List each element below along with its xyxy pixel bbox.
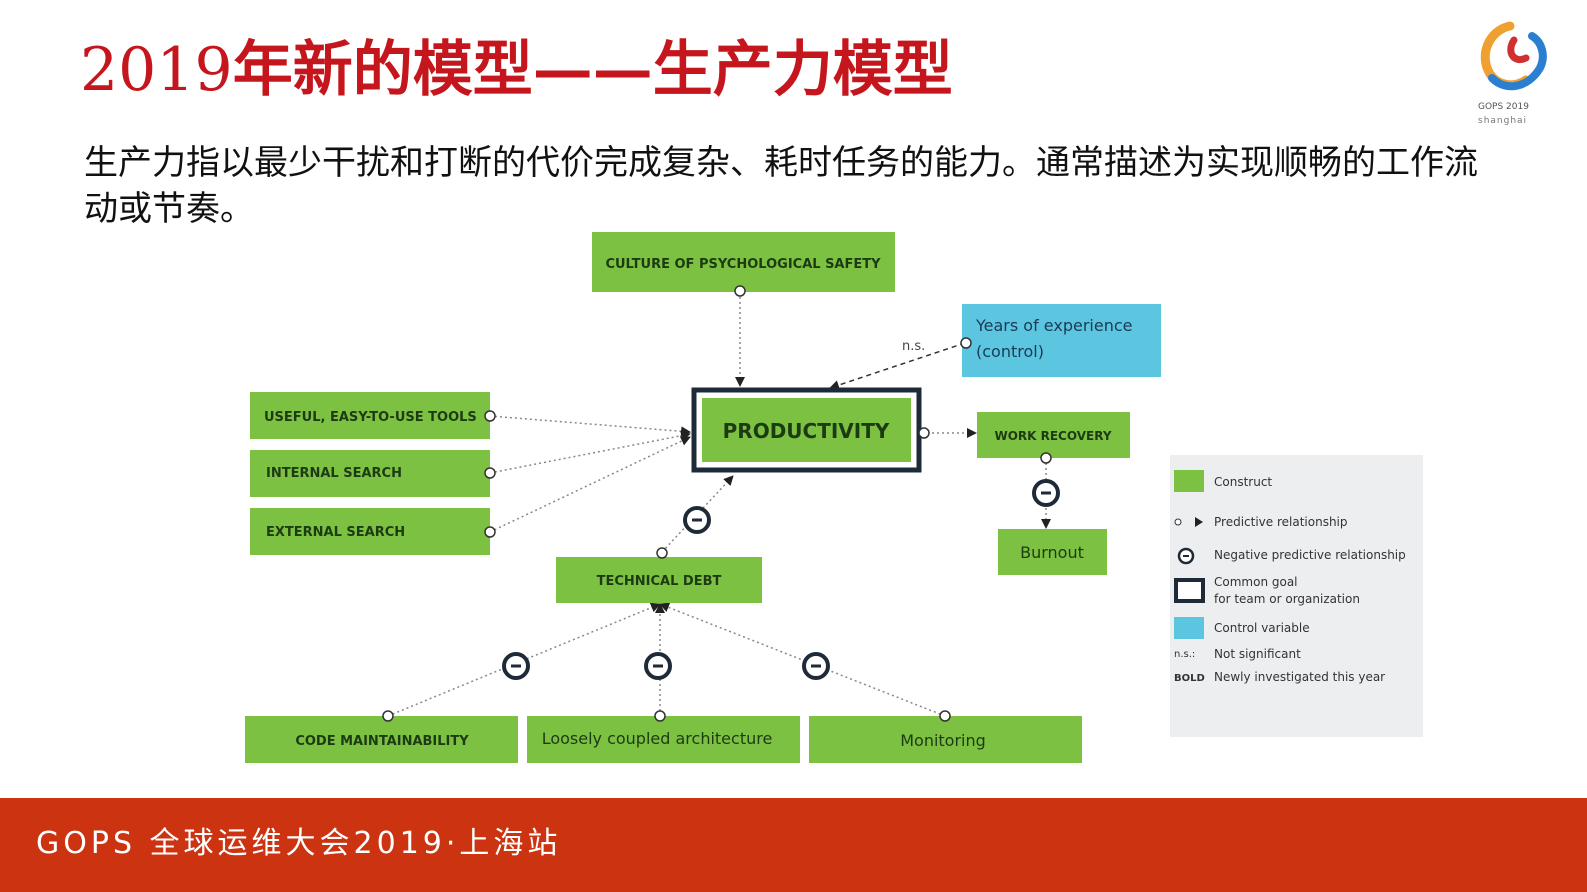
edge-code-techdebt	[387, 602, 661, 717]
legend-construct: Construct	[1214, 475, 1272, 489]
footer-text: GOPS 全球运维大会2019·上海站	[36, 826, 562, 861]
page-title: 2019年新的模型——生产力模型	[80, 30, 953, 110]
edge-years-productivity	[829, 342, 966, 390]
node-external-label: EXTERNAL SEARCH	[266, 525, 405, 540]
legend-bold: Newly investigated this year	[1214, 670, 1385, 684]
title-year: 2019	[80, 35, 233, 105]
logo-caption: GOPS 2019	[1478, 102, 1529, 112]
edge-monitoring-techdebt	[659, 602, 946, 717]
node-technical-debt-label: TECHNICAL DEBT	[597, 574, 722, 589]
legend-negative: Negative predictive relationship	[1214, 548, 1406, 562]
node-tools-label: USEFUL, EASY-TO-USE TOOLS	[264, 410, 477, 425]
legend-predictive: Predictive relationship	[1214, 515, 1348, 529]
node-tools	[250, 392, 490, 439]
node-burnout-label: Burnout	[1020, 543, 1084, 562]
node-monitoring	[809, 716, 1082, 763]
legend-control: Control variable	[1214, 621, 1310, 635]
legend-common1: Common goal	[1214, 575, 1298, 589]
connectors	[387, 292, 1051, 717]
connector-dots	[382, 285, 1052, 722]
node-years-experience	[962, 304, 1161, 377]
edge-techdebt-productivity	[661, 475, 734, 553]
legend-control-swatch	[1174, 617, 1204, 639]
node-internal-label: INTERNAL SEARCH	[266, 466, 402, 481]
legend-common-goal-swatch	[1174, 578, 1205, 603]
node-burnout	[998, 529, 1107, 575]
node-culture-label: CULTURE OF PSYCHOLOGICAL SAFETY	[605, 257, 881, 272]
edge-external-productivity	[489, 436, 691, 533]
legend-ns: Not significant	[1214, 647, 1301, 661]
node-control-label: (control)	[976, 342, 1044, 361]
legend-common2: for team or organization	[1214, 592, 1360, 606]
node-loose-label: Loosely coupled architecture	[542, 729, 773, 748]
node-code-label: CODE MAINTAINABILITY	[295, 734, 469, 749]
node-work-recovery-label: WORK RECOVERY	[994, 429, 1111, 443]
node-internal-search	[250, 450, 490, 497]
logo-subcaption: shanghai	[1478, 116, 1528, 126]
node-code-maintainability	[245, 716, 518, 763]
description: 生产力指以最少干扰和打断的代价完成复杂、耗时任务的能力。通常描述为实现顺畅的工作…	[84, 143, 1478, 229]
node-loosely-coupled	[527, 716, 800, 763]
node-technical-debt	[556, 557, 762, 603]
node-external-search	[250, 508, 490, 555]
legend-ns-key: n.s.:	[1174, 649, 1195, 660]
gops-logo-icon	[1480, 21, 1547, 91]
legend-construct-swatch	[1174, 470, 1204, 492]
legend: Construct Predictive relationship Negati…	[1170, 455, 1423, 737]
footer-bar: GOPS 全球运维大会2019·上海站	[0, 798, 1587, 892]
edge-internal-productivity	[489, 430, 691, 474]
node-culture	[592, 232, 895, 292]
node-monitoring-label: Monitoring	[900, 731, 986, 750]
title-text: 年新的模型——生产力模型	[232, 35, 953, 105]
node-work-recovery	[977, 412, 1130, 458]
node-years-label: Years of experience	[975, 316, 1132, 335]
node-productivity-label: PRODUCTIVITY	[723, 419, 890, 443]
legend-bold-key: BOLD	[1174, 673, 1205, 684]
ns-label: n.s.	[902, 339, 925, 354]
edge-tools-productivity	[489, 415, 691, 437]
